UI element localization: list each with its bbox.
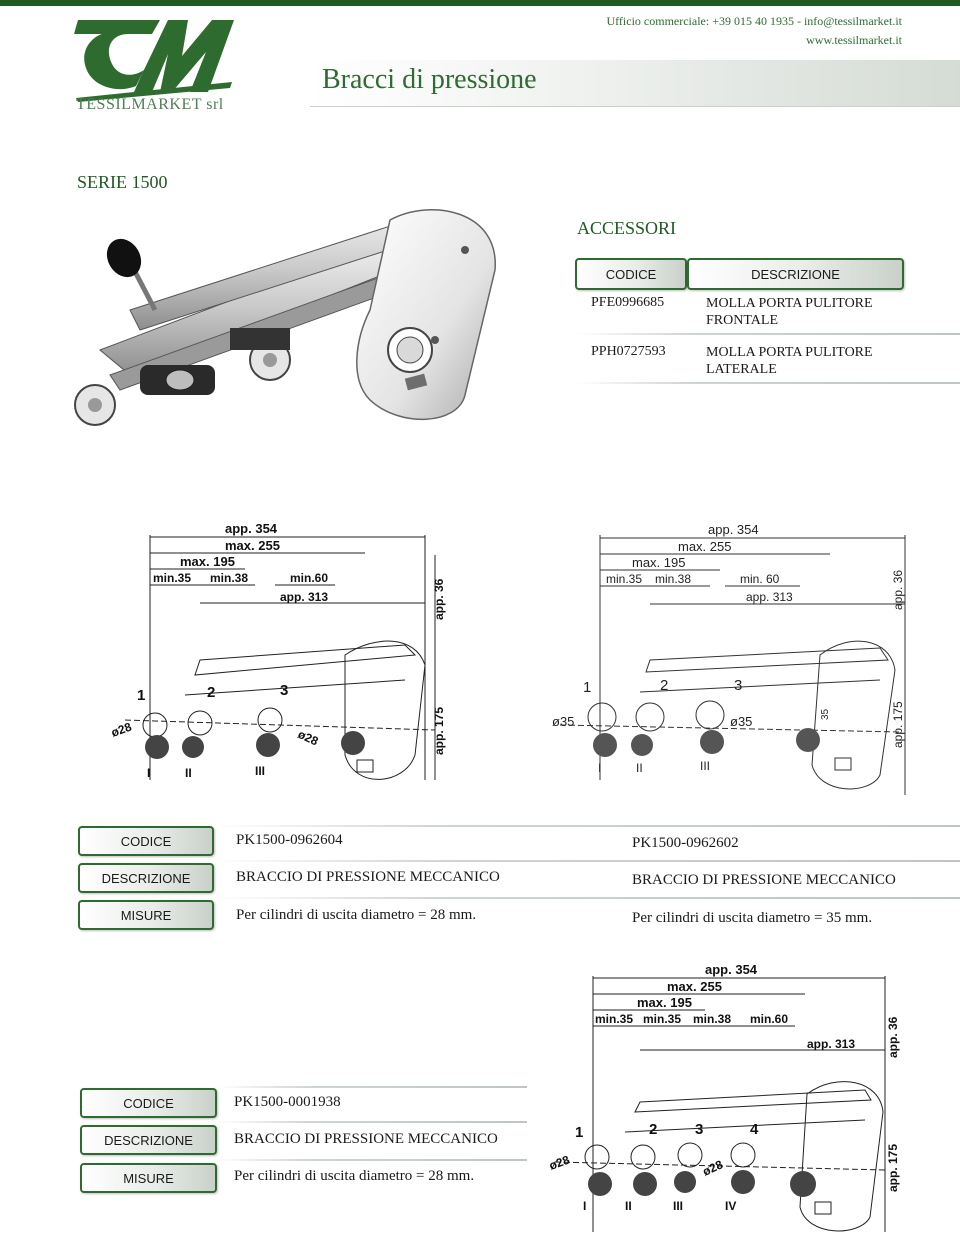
row-divider: [217, 1086, 527, 1088]
cylinder-number: II: [185, 766, 192, 780]
dim-label: max. 195: [637, 995, 692, 1010]
product-code: PK1500-0962604: [236, 832, 343, 848]
serie-heading: SERIE 1500: [77, 172, 168, 192]
dim-label: max. 255: [678, 539, 731, 554]
tessilmarket-logo: [74, 20, 234, 102]
accessori-codice-header: CODICE: [575, 258, 687, 290]
label-descrizione: DESCRIZIONE: [80, 1125, 217, 1155]
dim-label: max. 195: [632, 555, 685, 570]
dim-label: app. 175: [891, 701, 905, 748]
row-divider: [214, 825, 960, 827]
roller-number: 2: [207, 684, 215, 701]
row-divider: [214, 897, 960, 899]
cylinder-number: I: [598, 761, 601, 775]
roller-number: 1: [583, 679, 591, 696]
cylinder-number: II: [625, 1199, 632, 1213]
row-divider: [214, 860, 960, 862]
dim-label: min. 60: [740, 572, 780, 586]
dim-label: app. 354: [225, 521, 278, 536]
dim-label: min.35: [153, 571, 191, 585]
cylinder-number: I: [147, 766, 150, 780]
roller-number: 2: [649, 1121, 657, 1138]
accessori-row-codice: PPH0727593: [591, 344, 666, 359]
dim-label: min.35: [643, 1012, 681, 1026]
row-divider: [217, 1159, 527, 1161]
dim-label: app. 36: [891, 570, 905, 610]
dim-label: 35: [820, 708, 831, 720]
dim-label: app. 175: [432, 707, 446, 755]
product-measures: Per cilindri di uscita diametro = 35 mm.: [632, 910, 873, 926]
dim-label: min.60: [750, 1012, 788, 1026]
accessori-descrizione-header: DESCRIZIONE: [687, 258, 904, 290]
dim-label: app. 313: [746, 590, 793, 604]
dim-label: app. 313: [280, 590, 328, 604]
contact-info: Ufficio commerciale: +39 015 40 1935 - i…: [606, 12, 902, 50]
dim-label: min.35: [595, 1012, 633, 1026]
product-description: BRACCIO DI PRESSIONE MECCANICO: [632, 872, 896, 888]
product-code: PK1500-0001938: [234, 1094, 341, 1110]
dim-label: max. 255: [225, 538, 280, 553]
roller-number: 3: [280, 682, 288, 699]
accessori-row-divider: [575, 333, 960, 335]
contact-website: www.tessilmarket.it: [806, 33, 902, 47]
cylinder-number: I: [583, 1199, 586, 1213]
dim-label: app. 36: [886, 1016, 900, 1058]
roller-number: 3: [695, 1121, 703, 1138]
dim-label: min.38: [655, 572, 691, 586]
diameter-label: ø28: [296, 727, 321, 749]
roller-number: 2: [660, 677, 668, 694]
accessori-row-descrizione: MOLLA PORTA PULITORE LATERALE: [706, 345, 873, 377]
cylinder-number: III: [255, 764, 265, 778]
product-description: BRACCIO DI PRESSIONE MECCANICO: [234, 1131, 498, 1147]
cylinder-number: II: [636, 761, 643, 775]
diameter-label: ø35: [730, 714, 752, 729]
label-misure: MISURE: [78, 900, 214, 930]
page-title: Bracci di pressione: [322, 64, 537, 95]
technical-drawing-4-rollers: app. 354 max. 255 max. 195 min.35 min.35…: [547, 962, 900, 1232]
accessori-row-descrizione: MOLLA PORTA PULITORE FRONTALE: [706, 296, 873, 328]
diameter-label: ø28: [700, 1157, 725, 1179]
technical-drawing-35mm: app. 354 max. 255 max. 195 min.35 min.38…: [552, 522, 906, 795]
dim-label: min.38: [693, 1012, 731, 1026]
label-descrizione: DESCRIZIONE: [78, 863, 214, 893]
roller-number: 4: [750, 1121, 759, 1138]
accessori-heading: ACCESSORI: [577, 218, 677, 238]
dim-label: app. 313: [807, 1037, 855, 1051]
dim-label: min.60: [290, 571, 328, 585]
dim-label: app. 354: [708, 522, 759, 537]
row-divider: [217, 1121, 527, 1123]
dim-label: max. 255: [667, 979, 722, 994]
logo-text: TESSILMARKET srl: [76, 96, 224, 113]
title-band: [310, 60, 960, 107]
diameter-label: ø28: [547, 1152, 572, 1172]
cylinder-number: III: [673, 1199, 683, 1213]
cylinder-number: IV: [725, 1199, 736, 1213]
label-codice: CODICE: [80, 1088, 217, 1118]
accessori-row-codice: PFE0996685: [591, 295, 665, 310]
label-misure: MISURE: [80, 1163, 217, 1193]
product-measures: Per cilindri di uscita diametro = 28 mm.: [236, 907, 477, 923]
roller-number: 3: [734, 677, 742, 694]
dim-label: max. 195: [180, 554, 235, 569]
dim-label: app. 354: [705, 962, 758, 977]
dim-label: app. 175: [886, 1144, 900, 1192]
product-code: PK1500-0962602: [632, 835, 739, 851]
cylinder-number: III: [700, 759, 710, 773]
dim-label: app. 36: [432, 578, 446, 620]
label-codice: CODICE: [78, 826, 214, 856]
accessori-row-divider: [575, 382, 960, 384]
technical-drawing-28mm: app. 354 max. 255 max. 195 min.35 min.38…: [109, 521, 446, 780]
pressure-arm-photo: [74, 209, 496, 426]
diameter-label: ø35: [552, 714, 574, 729]
top-bar: [0, 0, 960, 6]
roller-number: 1: [575, 1124, 583, 1141]
product-measures: Per cilindri di uscita diametro = 28 mm.: [234, 1168, 475, 1184]
product-description: BRACCIO DI PRESSIONE MECCANICO: [236, 869, 500, 885]
dim-label: min.38: [210, 571, 248, 585]
contact-phone-email: Ufficio commerciale: +39 015 40 1935 - i…: [606, 14, 902, 28]
diameter-label: ø28: [109, 719, 134, 739]
roller-number: 1: [137, 687, 145, 704]
dim-label: min.35: [606, 572, 642, 586]
